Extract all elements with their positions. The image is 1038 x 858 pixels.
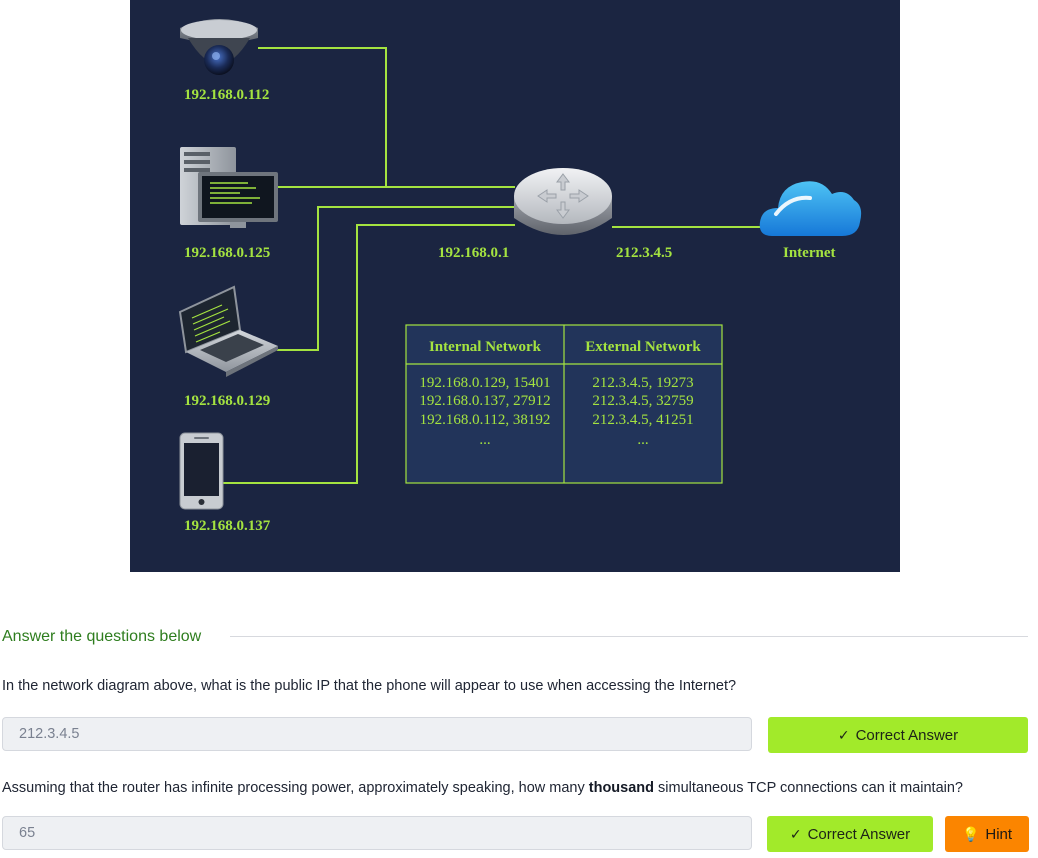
nat-external-cell: ... (637, 432, 648, 448)
laptop-icon (178, 285, 278, 377)
nat-external-cell: 212.3.4.5, 41251 (592, 412, 693, 428)
question-2-answer-input[interactable]: 65 (2, 816, 752, 850)
lightbulb-icon: 💡 (961, 826, 980, 842)
check-icon: ✓ (789, 826, 802, 842)
correct-button-label: Correct Answer (855, 727, 959, 744)
router-external-ip-label: 212.3.4.5 (616, 245, 672, 261)
question-2-text-start: Assuming that the router has infinite pr… (2, 780, 589, 796)
phone-ip-label: 192.168.0.137 (184, 518, 271, 534)
laptop-link (277, 206, 515, 351)
correct-button-label: Correct Answer (807, 826, 911, 843)
phone-icon (179, 432, 224, 510)
question-2-text-end: simultaneous TCP connections can it main… (654, 780, 963, 796)
question-1-text: In the network diagram above, what is th… (2, 678, 737, 694)
desktop-ip-label: 192.168.0.125 (184, 245, 270, 261)
question-2-hint-button[interactable]: 💡 Hint (945, 816, 1029, 852)
network-diagram: 192.168.0.112 192.168.0.125 192.168.0.12… (130, 0, 900, 572)
router-internal-ip-label: 192.168.0.1 (438, 245, 509, 261)
check-icon: ✓ (837, 727, 850, 743)
nat-external-cell: 212.3.4.5, 19273 (592, 375, 693, 391)
camera-icon (180, 19, 258, 75)
phone-link (222, 224, 515, 484)
desktop-pc-icon (180, 147, 278, 228)
question-2-text: Assuming that the router has infinite pr… (2, 778, 963, 798)
nat-header-external: External Network (585, 339, 701, 355)
router-icon (514, 168, 612, 235)
section-divider (230, 636, 1028, 637)
cloud-icon (759, 181, 862, 236)
question-1-correct-button[interactable]: ✓ Correct Answer (768, 717, 1028, 753)
answer-section-header: Answer the questions below (2, 626, 1028, 648)
nat-internal-cell: 192.168.0.137, 27912 (419, 393, 550, 409)
section-title: Answer the questions below (2, 628, 202, 645)
hint-button-label: Hint (985, 826, 1013, 843)
camera-link (258, 47, 515, 188)
camera-ip-label: 192.168.0.112 (184, 87, 269, 103)
nat-internal-cell: 192.168.0.129, 15401 (419, 375, 550, 391)
nat-header-internal: Internal Network (429, 339, 542, 355)
question-2-text-bold: thousand (588, 780, 655, 796)
nat-internal-cell: 192.168.0.112, 38192 (420, 412, 551, 428)
internet-label: Internet (783, 245, 836, 261)
laptop-ip-label: 192.168.0.129 (184, 393, 270, 409)
nat-internal-cell: ... (479, 432, 490, 448)
question-1-answer-input[interactable]: 212.3.4.5 (2, 717, 752, 751)
question-2-correct-button[interactable]: ✓ Correct Answer (767, 816, 933, 852)
connection-lines (222, 47, 765, 484)
nat-table: Internal Network External Network 192.16… (405, 324, 723, 484)
nat-external-cell: 212.3.4.5, 32759 (592, 393, 693, 409)
